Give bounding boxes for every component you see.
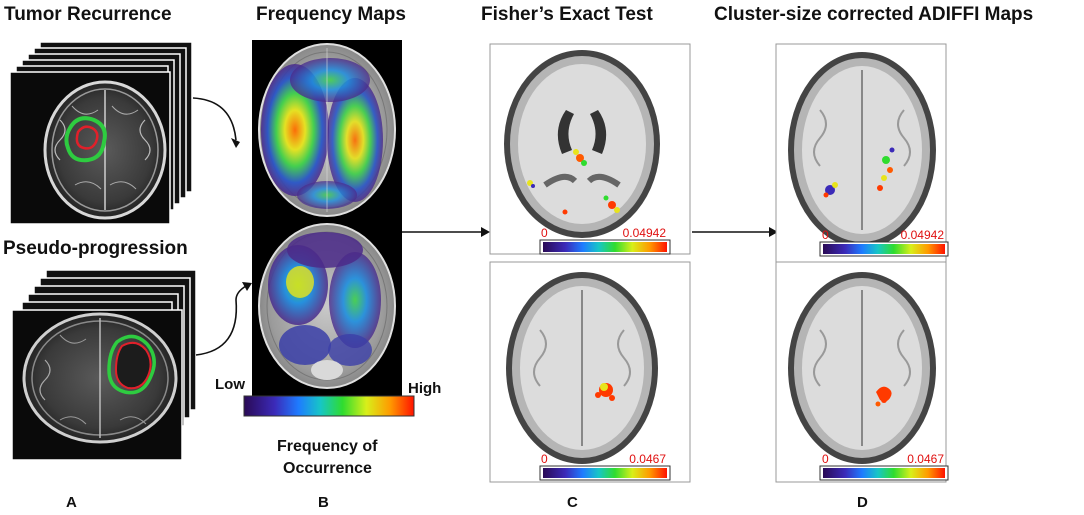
frequency-map-top (252, 40, 402, 220)
panel-letter-b: B (318, 494, 329, 511)
fisher-map-bottom (489, 261, 691, 483)
arrow-a-bottom-to-b (195, 285, 247, 356)
fisher-colorbar-top: 0 0.04942 (539, 226, 671, 255)
frequency-scale-low: Low (215, 376, 245, 393)
adiffi-colorbar-bottom: 0 0.0467 (819, 452, 949, 481)
heading-tumor-recurrence: Tumor Recurrence (4, 4, 172, 25)
fisher-colorbar-bottom: 0 0.0467 (539, 452, 671, 481)
heading-fishers-exact-test: Fisher’s Exact Test (481, 4, 653, 25)
heading-adiffi-maps: Cluster-size corrected ADIFFI Maps (714, 4, 1034, 25)
panel-letter-c: C (567, 494, 578, 511)
mri-stack-pseudo-progression (11, 269, 197, 461)
heading-frequency-maps: Frequency Maps (256, 4, 406, 25)
heading-pseudo-progression: Pseudo-progression (3, 238, 188, 259)
frequency-caption-line2: Occurrence (283, 460, 372, 477)
tumor-outline-green (64, 116, 107, 163)
adiffi-map-bottom (775, 261, 947, 483)
lesion-outline-red (114, 341, 152, 390)
fisher-top-scale-min: 0 (541, 226, 548, 240)
frequency-colorbar (243, 395, 415, 417)
frequency-map-bottom (252, 220, 402, 398)
panel-letter-a: A (66, 494, 77, 511)
fisher-map-top (489, 43, 691, 255)
fisher-top-scale-max: 0.04942 (623, 226, 667, 240)
frequency-scale-high: High (408, 380, 442, 397)
tumor-outline-red (75, 125, 99, 150)
fisher-bottom-scale-max: 0.0467 (629, 452, 666, 466)
panel-letter-d: D (857, 494, 868, 511)
mri-stack-tumor-recurrence (9, 41, 193, 225)
adiffi-map-top (775, 43, 947, 263)
adiffi-top-scale-max: 0.04942 (901, 228, 945, 242)
adiffi-colorbar-top: 0 0.04942 (819, 228, 949, 257)
fisher-bottom-scale-min: 0 (541, 452, 548, 466)
arrow-a-top-to-b (192, 97, 237, 141)
adiffi-bottom-scale-min: 0 (822, 452, 829, 466)
frequency-caption-line1: Frequency of (277, 438, 378, 455)
adiffi-top-scale-min: 0 (822, 228, 829, 242)
lesion-outline-green (107, 334, 156, 395)
adiffi-bottom-scale-max: 0.0467 (907, 452, 944, 466)
